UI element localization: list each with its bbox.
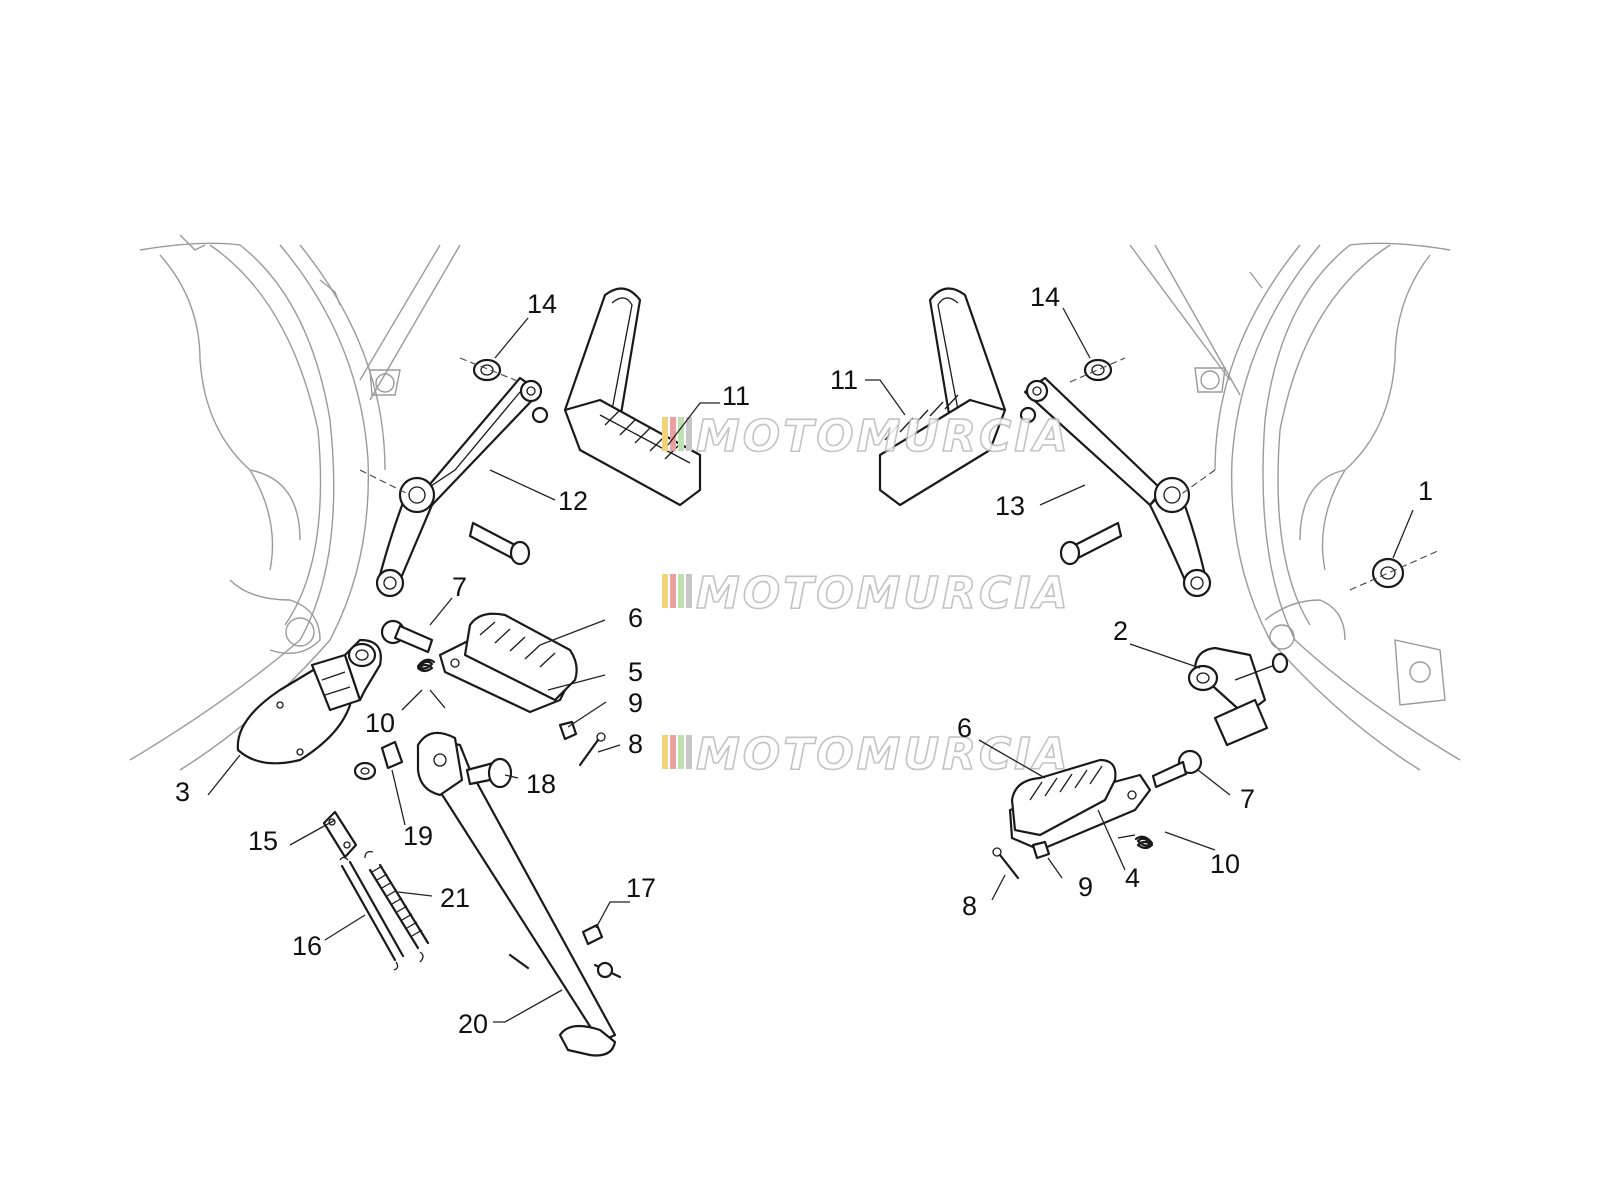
- right-cap: [1349, 549, 1441, 591]
- callout-7: 7: [452, 572, 467, 602]
- watermark-stripe: [686, 574, 692, 608]
- watermark-text: MOTOMURCIA: [696, 729, 1071, 780]
- callout-6: 6: [628, 603, 643, 633]
- right-footpeg-pin: [1151, 749, 1203, 789]
- left-return-spring: [416, 658, 446, 709]
- callout-10: 10: [365, 708, 395, 738]
- left-frame-outline: [129, 234, 461, 771]
- watermark-top: MOTOMURCIA: [662, 410, 1071, 463]
- right-return-spring: [1117, 834, 1154, 850]
- right-footrest-bracket: [1187, 646, 1289, 747]
- callout-19: 19: [403, 821, 433, 851]
- leader-lines: [207, 307, 1414, 1023]
- watermark-stripe: [662, 574, 668, 608]
- right-rider-footpeg: [1008, 758, 1152, 852]
- left-footrest-bracket: [236, 638, 382, 765]
- spring-plate: [322, 810, 358, 859]
- callout-14-right: 14: [1030, 282, 1060, 312]
- callout-9: 9: [628, 688, 643, 718]
- left-passenger-footpeg: [531, 287, 702, 507]
- left-washer-small: [558, 720, 578, 741]
- callout-21: 21: [440, 883, 470, 913]
- watermark-stripe: [678, 417, 684, 451]
- callout-8-right: 8: [962, 891, 977, 921]
- right-passenger-bracket: [1023, 376, 1216, 598]
- right-split-pin: [992, 847, 1020, 880]
- left-rider-footpeg: [438, 612, 578, 714]
- side-stand-spacer: [353, 761, 377, 781]
- watermark-text: MOTOMURCIA: [696, 411, 1071, 462]
- watermark-stripe: [686, 735, 692, 769]
- watermark-stripe: [678, 574, 684, 608]
- left-split-pin: [578, 732, 606, 767]
- callout-15: 15: [248, 826, 278, 856]
- watermark-stripe: [670, 735, 676, 769]
- callout-13: 13: [995, 491, 1025, 521]
- callout-4: 4: [1125, 863, 1140, 893]
- callout-20: 20: [458, 1009, 488, 1039]
- right-washer: [1069, 357, 1126, 383]
- watermark-stripe: [662, 735, 668, 769]
- callout-7-right: 7: [1240, 784, 1255, 814]
- side-stand-spring-inner: [339, 856, 405, 971]
- left-passenger-bracket: [359, 376, 543, 598]
- callout-5: 5: [628, 657, 643, 687]
- callout-12: 12: [558, 486, 588, 516]
- right-frame-outline: [1129, 242, 1461, 771]
- watermark-text: MOTOMURCIA: [696, 568, 1071, 619]
- side-stand-washer: [380, 740, 404, 770]
- watermark-stripe: [670, 417, 676, 451]
- side-stand-bolt: [465, 757, 513, 789]
- left-washer: [459, 357, 521, 383]
- watermark-bottom: MOTOMURCIA: [662, 728, 1071, 781]
- left-footpeg-pin: [380, 619, 434, 654]
- watermark-stripe: [686, 417, 692, 451]
- callout-2: 2: [1113, 616, 1128, 646]
- callout-labels: 14 11 12 7 6 5 9 8 10 18 19 15 3 21 16 1…: [175, 282, 1433, 1039]
- watermark-stripe: [670, 574, 676, 608]
- right-passenger-footpeg: [878, 287, 1037, 507]
- callout-14: 14: [527, 289, 557, 319]
- watermark-stripe: [678, 735, 684, 769]
- side-stand-spring-outer: [364, 850, 430, 963]
- side-stand-stop: [581, 923, 614, 979]
- callout-3: 3: [175, 777, 190, 807]
- callout-17: 17: [626, 873, 656, 903]
- callout-10-right: 10: [1210, 849, 1240, 879]
- callout-9-right: 9: [1078, 872, 1093, 902]
- callout-11: 11: [722, 381, 750, 411]
- callout-8: 8: [628, 729, 643, 759]
- callout-11-right: 11: [830, 365, 858, 395]
- watermark-stripe: [662, 417, 668, 451]
- callout-6-right: 6: [957, 713, 972, 743]
- callout-16: 16: [292, 931, 322, 961]
- callout-1: 1: [1418, 476, 1433, 506]
- right-washer-small: [1031, 840, 1051, 860]
- callout-18: 18: [526, 769, 556, 799]
- watermark-middle: MOTOMURCIA: [662, 567, 1071, 620]
